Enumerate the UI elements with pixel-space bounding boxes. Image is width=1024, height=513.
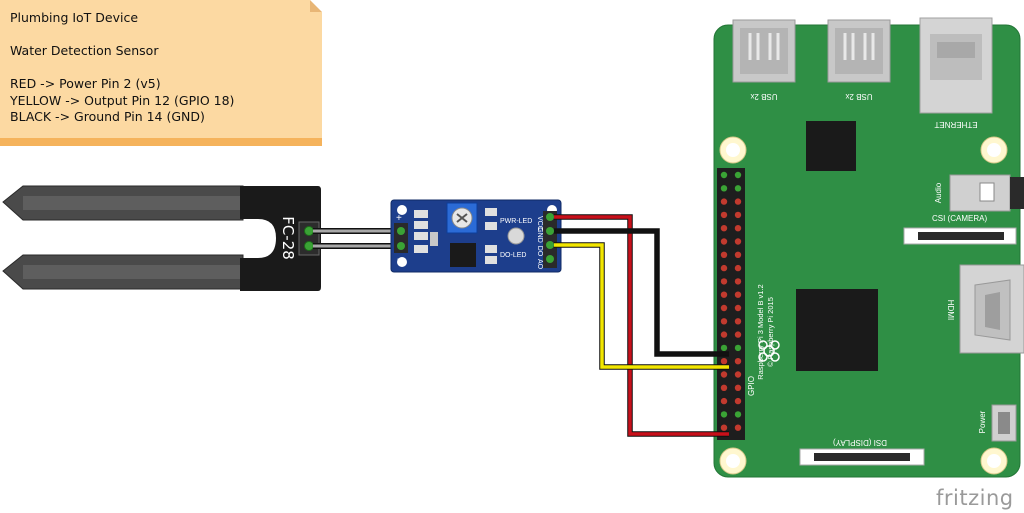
pwr-led-label: PWR-LED — [500, 218, 532, 225]
gpio-pin — [720, 198, 728, 205]
raspberry-pi-board: USB 2x USB 2x ETHERNET Audio CSI (CAMERA… — [713, 17, 1024, 478]
probe-label: FC-28 — [279, 216, 297, 260]
do-led-label: DO-LED — [500, 252, 526, 259]
connection-wires — [554, 214, 729, 437]
gpio-pin — [734, 185, 742, 192]
sensor-module: + - PWR-LED DO-LED VCC GND DO AO — [390, 199, 562, 273]
csi-label: CSI (CAMERA) — [932, 214, 987, 223]
module-minus-label: - — [397, 253, 401, 265]
gpio-pin — [720, 424, 728, 431]
gpio-pin — [720, 344, 728, 352]
gpio-pin — [734, 384, 742, 391]
gpio-pin — [734, 198, 742, 205]
yellow-wire — [554, 243, 729, 369]
note-title: Plumbing IoT Device — [10, 10, 139, 25]
gpio-pin — [734, 291, 742, 298]
dsi-label: DSI (DISPLAY) — [833, 438, 887, 447]
gpio-pin — [720, 331, 728, 338]
gpio-pin — [720, 397, 728, 405]
gpio-pin — [720, 371, 728, 378]
hdmi-label: HDMI — [946, 300, 955, 320]
raspberry-logo-icon — [758, 340, 780, 362]
gpio-pin — [734, 264, 742, 272]
gpio-pin — [720, 358, 728, 365]
model-line2: © Raspberry Pi 2015 — [766, 297, 775, 367]
gpio-pin — [720, 264, 728, 272]
gpio-label: GPIO — [747, 376, 756, 396]
gpio-pin — [734, 238, 742, 245]
red-wire — [554, 215, 729, 436]
gpio-pin — [720, 251, 728, 258]
gpio-pin — [720, 291, 728, 298]
gpio-pin — [720, 238, 728, 245]
soil-probe: FC-28 — [2, 185, 321, 291]
gpio-pin — [734, 397, 742, 405]
note-line-yellow: YELLOW -> Output Pin 12 (GPIO 18) — [10, 92, 235, 108]
gpio-pin — [720, 384, 728, 391]
pin-gnd-label: GND — [536, 227, 543, 243]
gpio-pin — [734, 171, 742, 179]
gpio-pin — [734, 251, 742, 258]
gpio-pin — [734, 344, 742, 352]
gpio-pin — [734, 331, 742, 338]
note-subtitle: Water Detection Sensor — [10, 43, 159, 58]
usb-right-label: USB 2x — [845, 92, 872, 101]
model-line1: Raspberry Pi 3 Model B v1.2 — [756, 284, 765, 379]
pin-vcc-label: VCC — [536, 216, 543, 231]
gpio-pin — [720, 304, 728, 312]
gpio-pin — [734, 411, 742, 418]
gpio-pin — [734, 371, 742, 378]
gpio-pin — [734, 225, 742, 232]
usb-left-label: USB 2x — [750, 92, 777, 101]
gpio-pin — [734, 304, 742, 312]
pin-ao-label: AO — [536, 259, 543, 270]
gpio-pin — [734, 278, 742, 285]
pin-do-label: DO — [536, 246, 543, 257]
gpio-pin — [734, 211, 742, 219]
fritzing-watermark: fritzing — [936, 486, 1014, 510]
gpio-pin — [734, 424, 742, 431]
module-plus-label: + — [396, 213, 402, 224]
gpio-pin — [720, 211, 728, 219]
probe-wires — [313, 228, 397, 249]
note-line-black: BLACK -> Ground Pin 14 (GND) — [10, 109, 205, 124]
gpio-pin — [720, 225, 728, 232]
gpio-pin — [734, 358, 742, 365]
gpio-pin — [720, 278, 728, 285]
gpio-pin — [720, 318, 728, 325]
note-line-red: RED -> Power Pin 2 (v5) — [10, 76, 161, 91]
gpio-pin — [734, 318, 742, 325]
ethernet-label: ETHERNET — [934, 120, 977, 129]
gpio-pin — [720, 171, 728, 179]
gpio-pin — [720, 411, 728, 418]
audio-label: Audio — [934, 182, 943, 203]
black-wire — [554, 229, 729, 356]
gpio-header — [720, 171, 742, 431]
gpio-pin — [720, 185, 728, 192]
info-note: Plumbing IoT Device Water Detection Sens… — [0, 0, 322, 146]
power-label: Power — [978, 410, 987, 433]
